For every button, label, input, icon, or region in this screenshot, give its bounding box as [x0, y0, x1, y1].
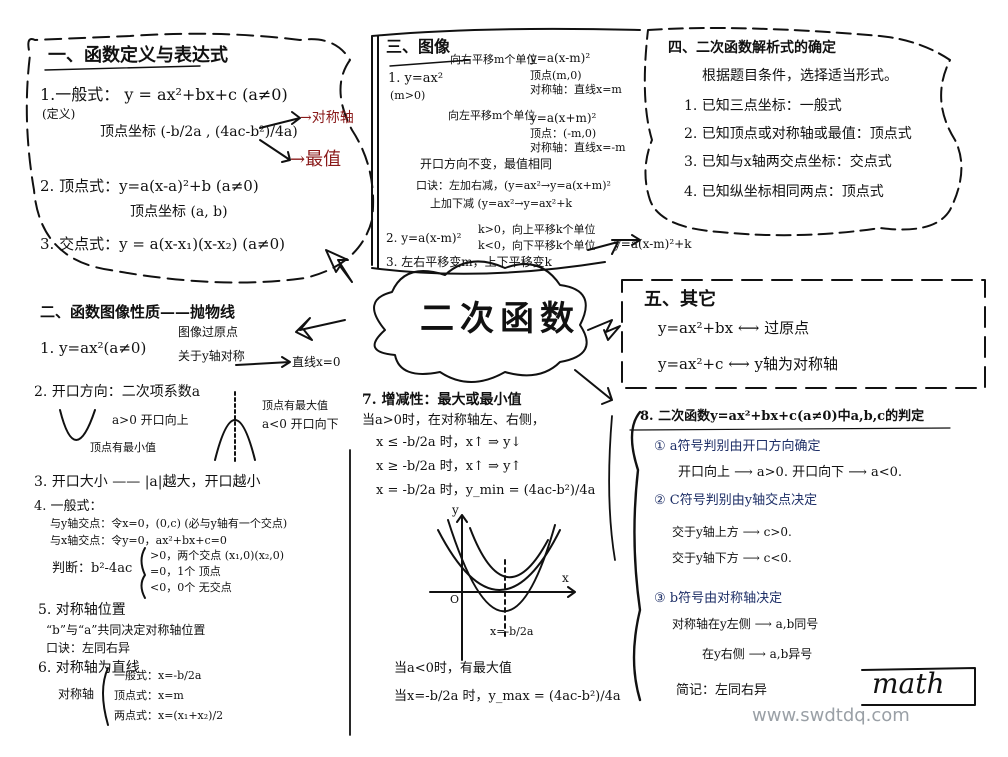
sec8-b-left: 对称轴在y左侧 ⟶ a,b同号: [672, 617, 819, 631]
sec7-cond: 当a>0时，在对称轴左、右侧，: [362, 413, 545, 428]
sec7-title: 7. 增减性：最大或最小值: [362, 392, 522, 408]
sec1-intercept-form: 3. 交点式：y = a(x-x₁)(x-x₂) (a≠0): [40, 235, 286, 253]
sec4-i1: 1. 已知三点坐标：一般式: [684, 98, 842, 114]
sec3-axis-left: 对称轴：直线x=-m: [530, 141, 626, 154]
sec4-i4: 4. 已知纵坐标相同两点：顶点式: [684, 184, 884, 200]
sec2-p4-lt: <0，0个 无交点: [150, 581, 232, 594]
sec2-p6: 6. 对称轴为直线: [38, 660, 140, 676]
sec4-intro: 根据题目条件，选择适当形式。: [702, 68, 898, 84]
sec1-vertex-coord: 顶点坐标 (-b/2a , (4ac-b²)/4a): [100, 124, 298, 140]
sec2-p2-down: a<0 开口向下: [262, 417, 339, 431]
sec2-p2-down-note: 顶点有最大值: [262, 399, 328, 412]
graph-origin-label: O: [450, 593, 460, 606]
sec4-i2: 2. 已知顶点或对称轴或最值：顶点式: [684, 126, 912, 142]
sec3-axis-right: 对称轴：直线x=m: [530, 83, 622, 96]
sec1-axis-tag: →对称轴: [300, 110, 354, 126]
sec3-l3: 3. 左右平移变m，上下平移变k: [386, 255, 552, 269]
sec3-l1: 1. y=ax²: [388, 71, 444, 86]
sec3-l2-down: k<0，向下平移k个单位: [478, 239, 596, 252]
sec2-p5: 5. 对称轴位置: [38, 602, 126, 618]
watermark: www.swdtdq.com: [752, 705, 910, 726]
sec1-title: 一、函数定义与表达式: [48, 45, 228, 66]
sec2-p1: 1. y=ax²(a≠0): [40, 339, 147, 357]
sec2-p4-gt: >0，两个交点 (x₁,0)(x₂,0): [150, 549, 285, 562]
graph-y-label: y: [452, 503, 459, 517]
sec7-max-val: 当x=-b/2a 时，y_max = (4ac-b²)/4a: [394, 689, 621, 704]
center-title: 二次函数: [420, 299, 580, 339]
sec8-c-title: ② C符号判别由y轴交点决定: [654, 493, 818, 508]
sec2-p5-mn: 口诀：左同右异: [46, 641, 131, 655]
sec3-l1b: (m>0): [390, 89, 426, 102]
sec1-vertex-form: 2. 顶点式：y=a(x-a)²+b (a≠0): [40, 177, 259, 195]
sec2-p4-judge: 判断：b²-4ac: [52, 561, 133, 576]
sec3-eq-left: y=a(x+m)²: [530, 111, 597, 125]
sec5-l2: y=ax²+c ⟷ y轴为对称轴: [658, 355, 838, 373]
sec2-p1-a: 图像过原点: [178, 325, 239, 339]
graph-axis-label: x=-b/2a: [490, 625, 534, 638]
sec3-vertex-left: 顶点：(-m,0): [530, 127, 597, 140]
sec2-p6-d: 两点式：x=(x₁+x₂)/2: [114, 709, 224, 722]
sec8-a-title: ① a符号判别由开口方向确定: [654, 439, 821, 454]
sec2-p4-eq: =0，1个 顶点: [150, 565, 221, 578]
sec2-p2: 2. 开口方向：二次项系数a: [34, 384, 201, 400]
sec1-extreme-tag: →最值: [290, 149, 342, 170]
sec4-i3: 3. 已知与x轴两交点坐标：交点式: [684, 154, 892, 170]
sec8-b-summary: 简记：左同右异: [676, 683, 768, 698]
sec4-title: 四、二次函数解析式的确定: [668, 40, 836, 56]
sec3-l2: 2. y=a(x-m)²: [386, 231, 462, 245]
sec3-l2-up: k>0，向上平移k个单位: [478, 223, 596, 236]
graph-x-label: x: [562, 571, 569, 585]
sec1-general: 1.一般式： y = ax²+bx+c (a≠0): [40, 85, 288, 104]
sec2-p6-c: 顶点式：x=m: [114, 689, 184, 702]
sec2-p4-x: 与x轴交点：令y=0，ax²+bx+c=0: [50, 534, 227, 547]
sec3-title: 三、图像: [386, 37, 451, 56]
sec3-l2-result: y=a(x-m)²+k: [614, 237, 692, 251]
sec3-shape-note: 开口方向不变，最值相同: [420, 157, 553, 171]
sec3-arrow-left: 向左平移m个单位: [448, 109, 536, 122]
sec5-title: 五、其它: [644, 289, 716, 310]
sec8-a-rule: 开口向上 ⟶ a>0. 开口向下 ⟶ a<0.: [678, 465, 903, 480]
sec1-general-note: (定义): [42, 107, 76, 121]
sec1-vertex-form-coord: 顶点坐标 (a, b): [130, 204, 228, 220]
sec3-rule-lr: 口诀：左加右减，(y=ax²→y=a(x+m)²: [416, 179, 611, 192]
sec2-p6-b: 一般式：x=-b/2a: [114, 669, 202, 682]
math-stamp: math: [872, 667, 945, 700]
sec2-p1-b: 关于y轴对称: [178, 349, 245, 363]
sec2-p2-up: a>0 开口向上: [112, 413, 189, 427]
sec7-r2: x ≥ -b/2a 时，x↑ ⇒ y↑: [376, 459, 522, 474]
sec8-c-down: 交于y轴下方 ⟶ c<0.: [672, 551, 792, 565]
sec8-c-up: 交于y轴上方 ⟶ c>0.: [672, 525, 792, 539]
sec2-p4: 4. 一般式：: [34, 499, 103, 514]
sec7-r1: x ≤ -b/2a 时，x↑ ⇒ y↓: [376, 435, 522, 450]
sec2-p2-up-note: 顶点有最小值: [90, 441, 156, 454]
sec2-p3: 3. 开口大小 —— |a|越大，开口越小: [34, 474, 261, 490]
sec7-max-cond: 当a<0时，有最大值: [394, 661, 512, 676]
sec5-l1: y=ax²+bx ⟷ 过原点: [658, 319, 810, 337]
sec3-rule-ud: 上加下减 (y=ax²→y=ax²+k: [430, 197, 573, 210]
sec8-b-title: ③ b符号由对称轴决定: [654, 591, 783, 606]
sec3-arrow-right: 向右平移m个单位: [450, 53, 538, 66]
sec2-p5-rule: “b”与“a”共同决定对称轴位置: [46, 623, 206, 637]
sec8-title: 8. 二次函数y=ax²+bx+c(a≠0)中a,b,c的判定: [640, 409, 925, 424]
sec7-r3: x = -b/2a 时，y_min = (4ac-b²)/4a: [376, 483, 596, 498]
sec3-vertex-right: 顶点(m,0): [530, 69, 582, 82]
sec2-title: 二、函数图像性质——抛物线: [40, 303, 236, 321]
sec3-eq-right: y=a(x-m)²: [530, 51, 591, 65]
sec2-p4-y: 与y轴交点：令x=0，(0,c) (必与y轴有一个交点): [50, 517, 288, 530]
sec8-b-right: 在y右侧 ⟶ a,b异号: [702, 647, 813, 661]
sec2-p6-a: 对称轴: [58, 687, 95, 701]
sec2-p1-c: 直线x=0: [292, 355, 341, 369]
